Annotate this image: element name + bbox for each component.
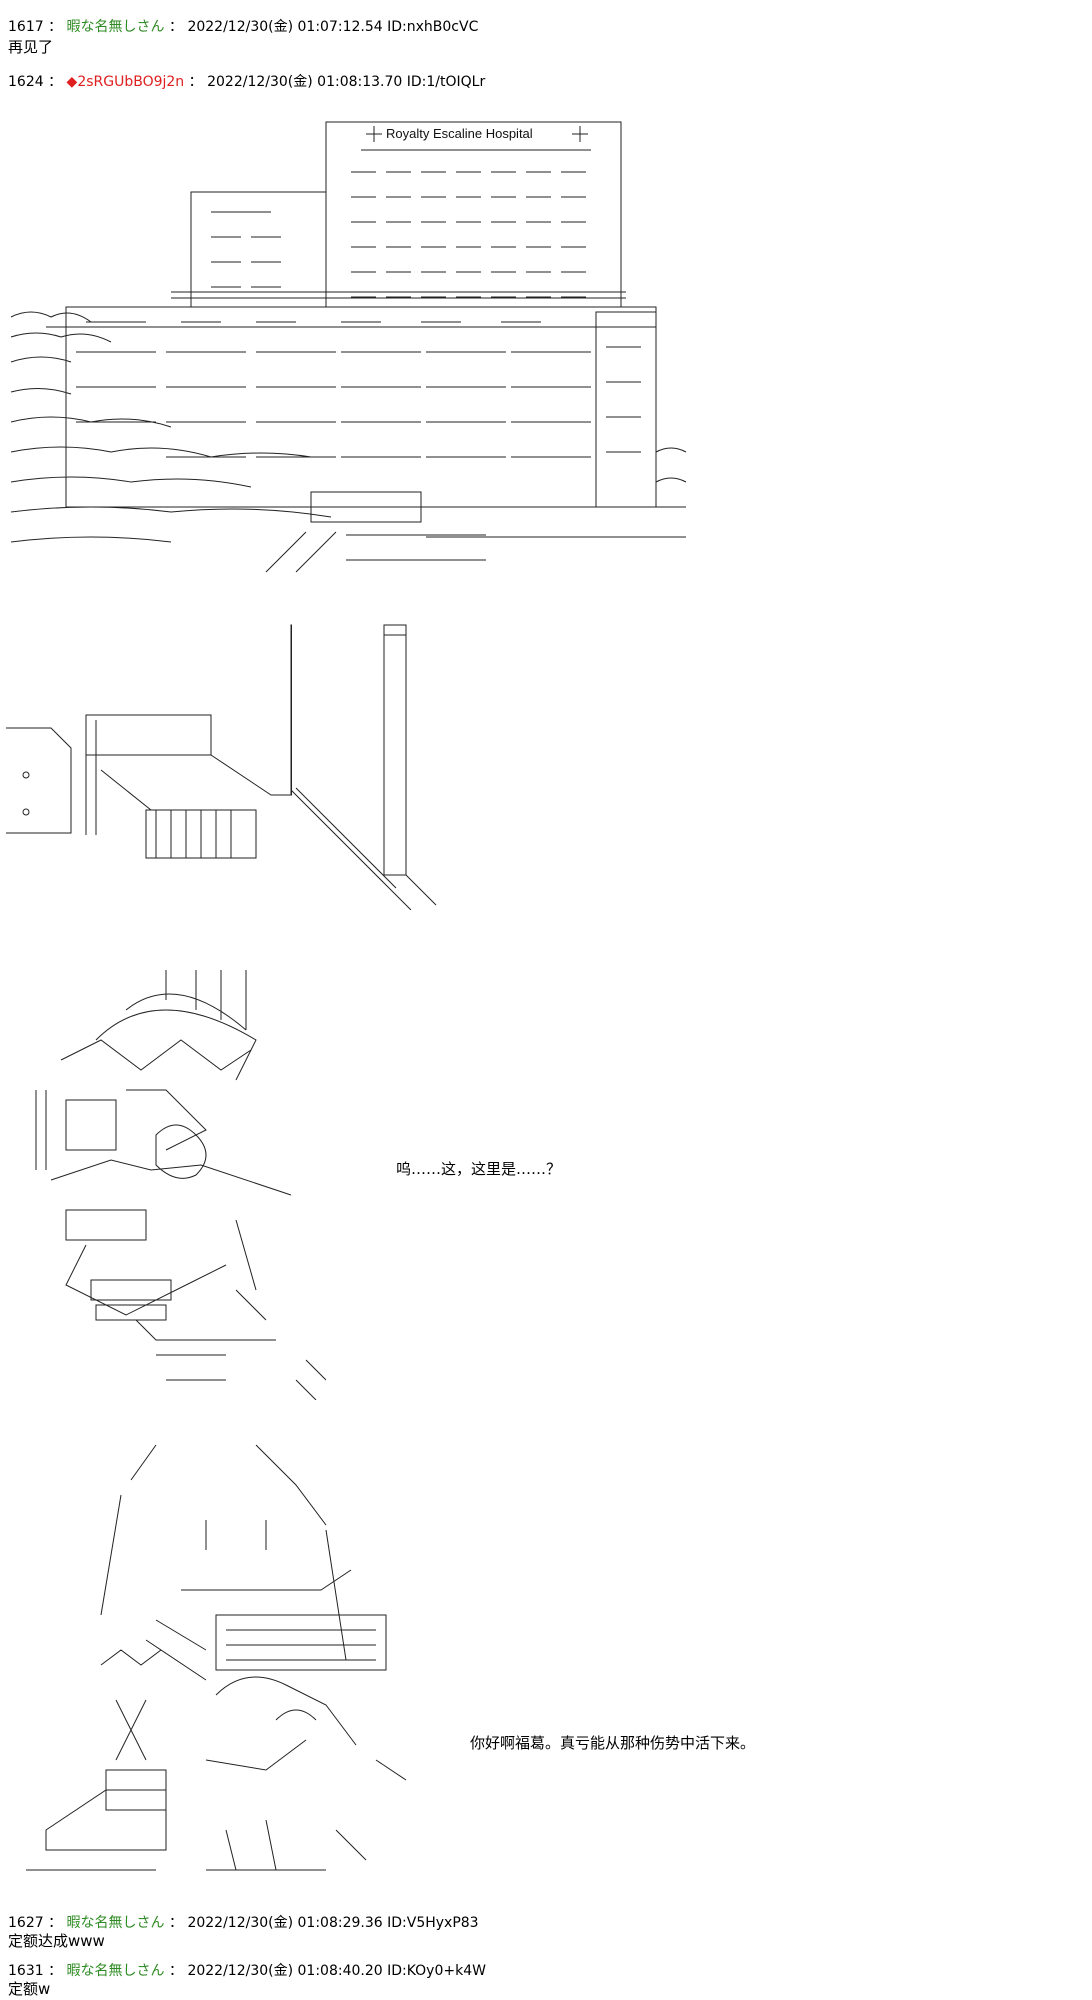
post-body-1627: 定额达成www (8, 1932, 105, 1950)
poster-trip[interactable]: ◆2sRGUbBO9j2n (66, 74, 185, 90)
post-id[interactable]: ID:1/tOIQLr (406, 74, 486, 90)
post-number: 1631 (8, 1963, 44, 1979)
post-datetime: 2022/12/30(金) 01:08:29.36 (187, 1915, 383, 1931)
post-body-1617: 再见了 (8, 38, 54, 56)
poster-name[interactable]: 暇な名無しさん (66, 1963, 165, 1979)
post-number: 1627 (8, 1915, 44, 1931)
hospital-illustration: Royalty Escaline Hospital (6, 112, 696, 582)
post-header-1631: 1631 ： 暇な名無しさん ： 2022/12/30(金) 01:08:40.… (8, 1963, 486, 1979)
character-fugo-illustration (6, 960, 327, 1401)
post-header-1624: 1624 ： ◆2sRGUbBO9j2n ： 2022/12/30(金) 01:… (8, 74, 486, 90)
hospital-building-drawing: Royalty Escaline Hospital (10, 121, 687, 573)
post-number: 1624 (8, 74, 44, 90)
character-greeter-illustration (6, 1440, 426, 1880)
fugo-drawing (35, 970, 327, 1401)
post-id[interactable]: ID:V5HyxP83 (387, 1915, 479, 1931)
post-id[interactable]: ID:KOy0+k4W (387, 1963, 486, 1979)
post-header-1627: 1627 ： 暇な名無しさん ： 2022/12/30(金) 01:08:29.… (8, 1915, 479, 1931)
post-header-1617: 1617 ： 暇な名無しさん ： 2022/12/30(金) 01:07:12.… (8, 19, 479, 35)
poster-name[interactable]: 暇な名無しさん (66, 1915, 165, 1931)
dialog-line-1: 呜……这，这里是……？ (396, 1160, 562, 1178)
post-number: 1617 (8, 19, 44, 35)
post-body-1631: 定额w (8, 1980, 51, 1998)
room-drawing (6, 624, 437, 911)
poster-name[interactable]: 暇な名無しさん (66, 19, 165, 35)
post-datetime: 2022/12/30(金) 01:07:12.54 (187, 19, 383, 35)
post-id[interactable]: ID:nxhB0cVC (387, 19, 479, 35)
greeter-drawing (26, 1444, 407, 1871)
post-datetime: 2022/12/30(金) 01:08:13.70 (207, 74, 403, 90)
dialog-line-2: 你好啊福葛。真亏能从那种伤势中活下来。 (470, 1734, 756, 1752)
post-datetime: 2022/12/30(金) 01:08:40.20 (187, 1963, 383, 1979)
hospital-room-illustration (6, 620, 446, 911)
hospital-sign: Royalty Escaline Hospital (386, 126, 533, 141)
